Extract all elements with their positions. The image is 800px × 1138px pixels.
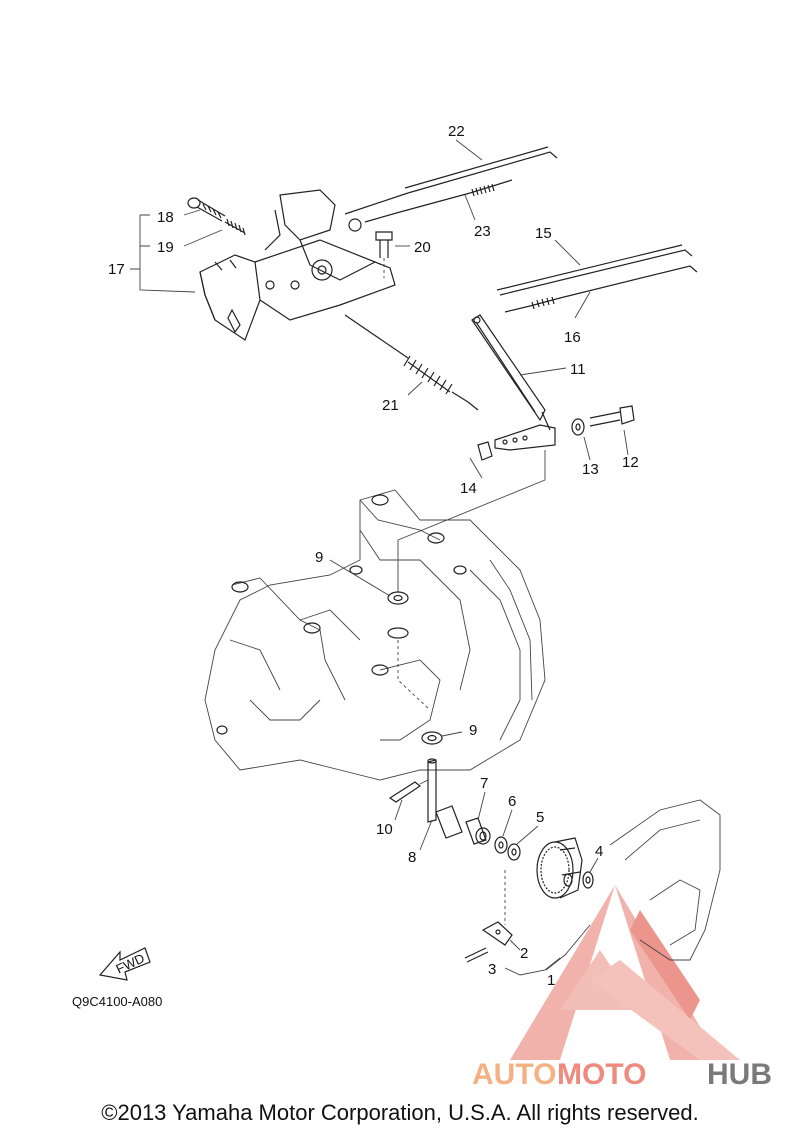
callout-labels: 1 2 3 4 5 6 7 8 9 9 10 11 12 13 14 15 16… xyxy=(108,123,639,989)
crankcase-cover xyxy=(609,799,721,961)
part-8-shaft xyxy=(427,758,463,839)
callout-18: 18 xyxy=(157,209,174,226)
part-9-washer-upper xyxy=(387,591,409,605)
callout-13: 13 xyxy=(582,461,599,478)
fwd-arrow-icon: FWD xyxy=(98,947,151,981)
watermark-hub: HUB xyxy=(707,1058,772,1091)
callout-9-upper: 9 xyxy=(315,549,323,566)
part-12-bolt xyxy=(589,405,635,427)
part-15-cable xyxy=(496,244,693,296)
callout-1: 1 xyxy=(547,972,555,989)
part-13-washer xyxy=(571,418,585,436)
part-23-spring xyxy=(364,179,513,223)
callout-14: 14 xyxy=(460,480,477,497)
diagram-code: Q9C4100-A080 xyxy=(72,994,162,1009)
watermark-logo xyxy=(510,885,740,1060)
part-11-lever xyxy=(471,314,556,451)
part-5-washer xyxy=(507,843,521,861)
part-7-collar xyxy=(465,817,491,845)
watermark-moto: MOTO xyxy=(557,1058,646,1091)
part-17-bracket xyxy=(199,189,396,341)
part-19-spring xyxy=(224,218,246,236)
part-1-gear xyxy=(536,837,583,899)
part-21-spring xyxy=(344,314,479,411)
callout-2: 2 xyxy=(520,945,528,962)
part-14-nut xyxy=(477,441,493,461)
callout-23: 23 xyxy=(474,223,491,240)
callout-22: 22 xyxy=(448,123,465,140)
copyright-notice: ©2013 Yamaha Motor Corporation, U.S.A. A… xyxy=(101,1100,699,1125)
callout-9-lower: 9 xyxy=(469,722,477,739)
callout-11: 11 xyxy=(570,361,586,378)
callout-10: 10 xyxy=(376,821,393,838)
watermark-auto: AUTO xyxy=(472,1058,556,1091)
part-9-washer-lower xyxy=(421,731,443,745)
part-18-screw xyxy=(187,197,226,222)
leader-lines xyxy=(130,139,629,976)
callout-21: 21 xyxy=(382,397,399,414)
part-3-pin xyxy=(464,947,489,963)
part-22-cable xyxy=(344,146,558,215)
watermark-text: AUTO MOTO HUB xyxy=(472,1058,772,1091)
callout-5: 5 xyxy=(536,809,544,826)
part-16-spring xyxy=(504,265,698,313)
callout-7: 7 xyxy=(480,775,488,792)
callout-20: 20 xyxy=(414,239,431,256)
callout-3: 3 xyxy=(488,961,496,978)
callout-16: 16 xyxy=(564,329,581,346)
callout-17: 17 xyxy=(108,261,125,278)
callout-19: 19 xyxy=(157,239,174,256)
callout-4: 4 xyxy=(595,843,603,860)
part-20-bolt xyxy=(375,231,393,278)
part-6-washer xyxy=(494,836,508,854)
callout-12: 12 xyxy=(622,454,639,471)
engine-block xyxy=(204,489,546,781)
callout-6: 6 xyxy=(508,793,516,810)
part-4-washer xyxy=(582,871,594,889)
callout-8: 8 xyxy=(408,849,416,866)
callout-15: 15 xyxy=(535,225,552,242)
part-10-clip xyxy=(388,779,429,803)
part-2-weight xyxy=(481,921,513,946)
